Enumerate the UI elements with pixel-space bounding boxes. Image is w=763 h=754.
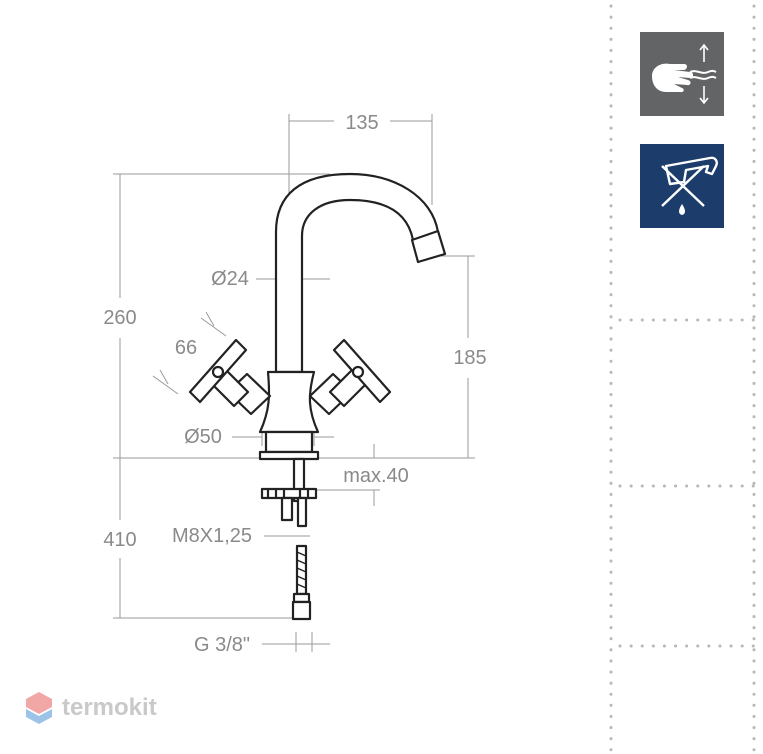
dim-handle-width: 66 — [175, 337, 197, 359]
dim-height-total: 260 — [103, 307, 136, 329]
dim-connector: G 3/8" — [194, 634, 250, 656]
brand-logo: termokit — [24, 690, 157, 726]
faucet-body — [188, 172, 447, 621]
dim-max-thickness: max.40 — [343, 465, 409, 487]
dim-thread: M8X1,25 — [172, 525, 252, 547]
dim-spout-diameter: Ø24 — [211, 268, 249, 290]
dim-base-diameter: Ø50 — [184, 426, 222, 448]
dimension-lines — [113, 114, 475, 652]
hand-sensor-icon — [640, 32, 724, 116]
dim-hose-length: 410 — [103, 529, 136, 551]
brand-name: termokit — [62, 694, 157, 721]
no-tilt-faucet-icon — [640, 144, 724, 228]
dim-width-top: 135 — [345, 112, 378, 134]
brand-logo-icon — [26, 692, 52, 724]
dim-outlet-height: 185 — [453, 347, 486, 369]
panel-separators — [609, 4, 756, 754]
